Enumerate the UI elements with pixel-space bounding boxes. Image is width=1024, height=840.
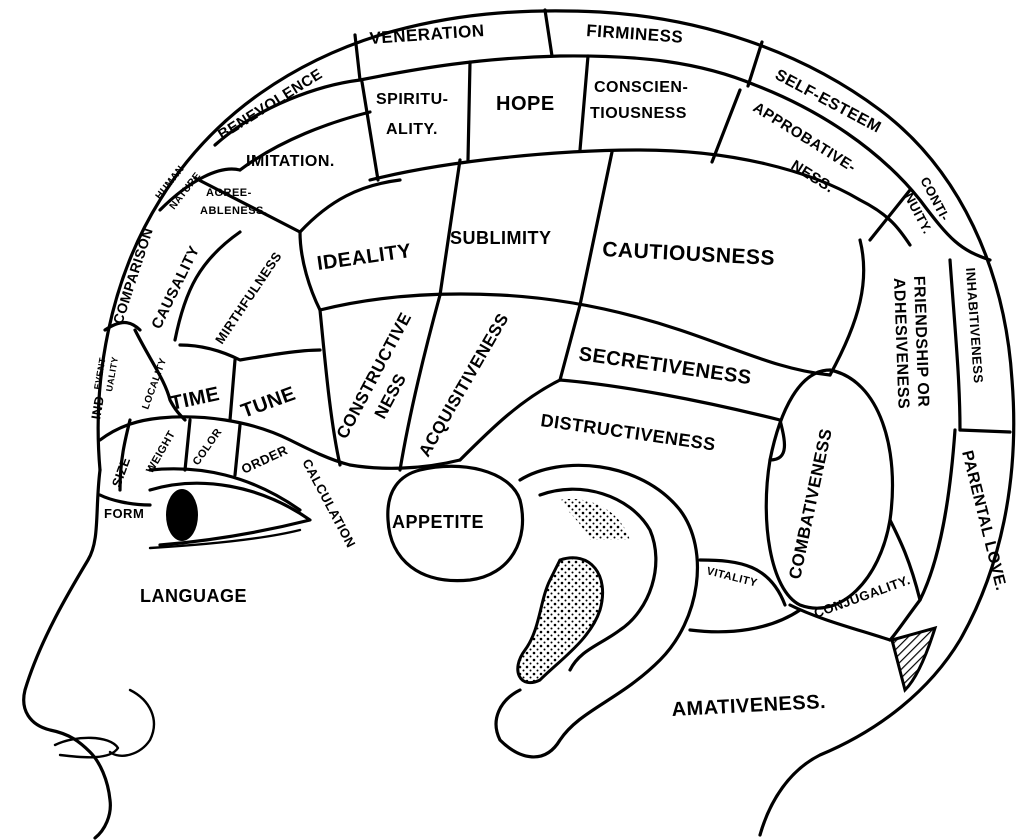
region-lines (98, 8, 1012, 693)
eye (148, 467, 312, 550)
label-vitality: VITALITY (705, 565, 759, 589)
label-time: TIME (168, 383, 221, 415)
label-agreeableness-2: ABLENESS. (200, 205, 267, 217)
label-agreeableness-1: AGREE- (206, 187, 252, 199)
eye-iris (166, 489, 198, 541)
label-causality: CAUSALITY (148, 243, 203, 332)
label-spirituality-1: SPIRITU- (376, 91, 448, 108)
label-ind: IND (88, 394, 107, 420)
label-calculation: CALCULATION (299, 456, 358, 550)
label-veneration: VENERATION (369, 21, 485, 48)
ear (494, 463, 699, 759)
label-imitation: IMITATION. (246, 153, 335, 170)
label-comparison: COMPARISON (110, 225, 156, 325)
label-appetite: APPETITE (392, 512, 484, 532)
label-conjugality: CONJUGALITY. (812, 572, 912, 621)
head-outline (22, 9, 1016, 840)
label-order: ORDER (239, 442, 290, 477)
label-sublimity: SUBLIMITY (450, 228, 552, 248)
label-conscientiousness-1: CONSCIEN- (594, 79, 688, 96)
label-combativeness: COMBATIVENESS (785, 427, 836, 581)
label-friendship-1: FRIENDSHIP OR (910, 276, 932, 408)
label-amativeness: AMATIVENESS. (671, 691, 826, 721)
label-distructiveness: DISTRUCTIVENESS (539, 410, 717, 454)
label-form: FORM (104, 506, 144, 521)
label-tune: TUNE (238, 383, 299, 423)
label-firmness: FIRMINESS (586, 21, 684, 47)
label-cautiousness: CAUTIOUSNESS (602, 238, 776, 270)
label-color: COLOR (191, 426, 225, 467)
label-inhabitiveness: INHABITIVENESS (963, 267, 986, 384)
label-size: SIZE (109, 455, 134, 489)
label-spirituality-2: ALITY. (386, 121, 438, 138)
label-ideality: IDEALITY (316, 240, 413, 275)
label-conscientiousness-2: TIOUSNESS (590, 105, 687, 122)
label-parental-love: PARENTAL LOVE. (958, 449, 1009, 593)
label-language: LANGUAGE (140, 586, 247, 606)
label-secretiveness: SECRETIVENESS (577, 343, 753, 389)
label-mirthfulness: MIRTHFULNESS (212, 249, 285, 347)
label-friendship-2: ADHESIVENESS (890, 278, 912, 410)
label-hope: HOPE (496, 93, 555, 115)
